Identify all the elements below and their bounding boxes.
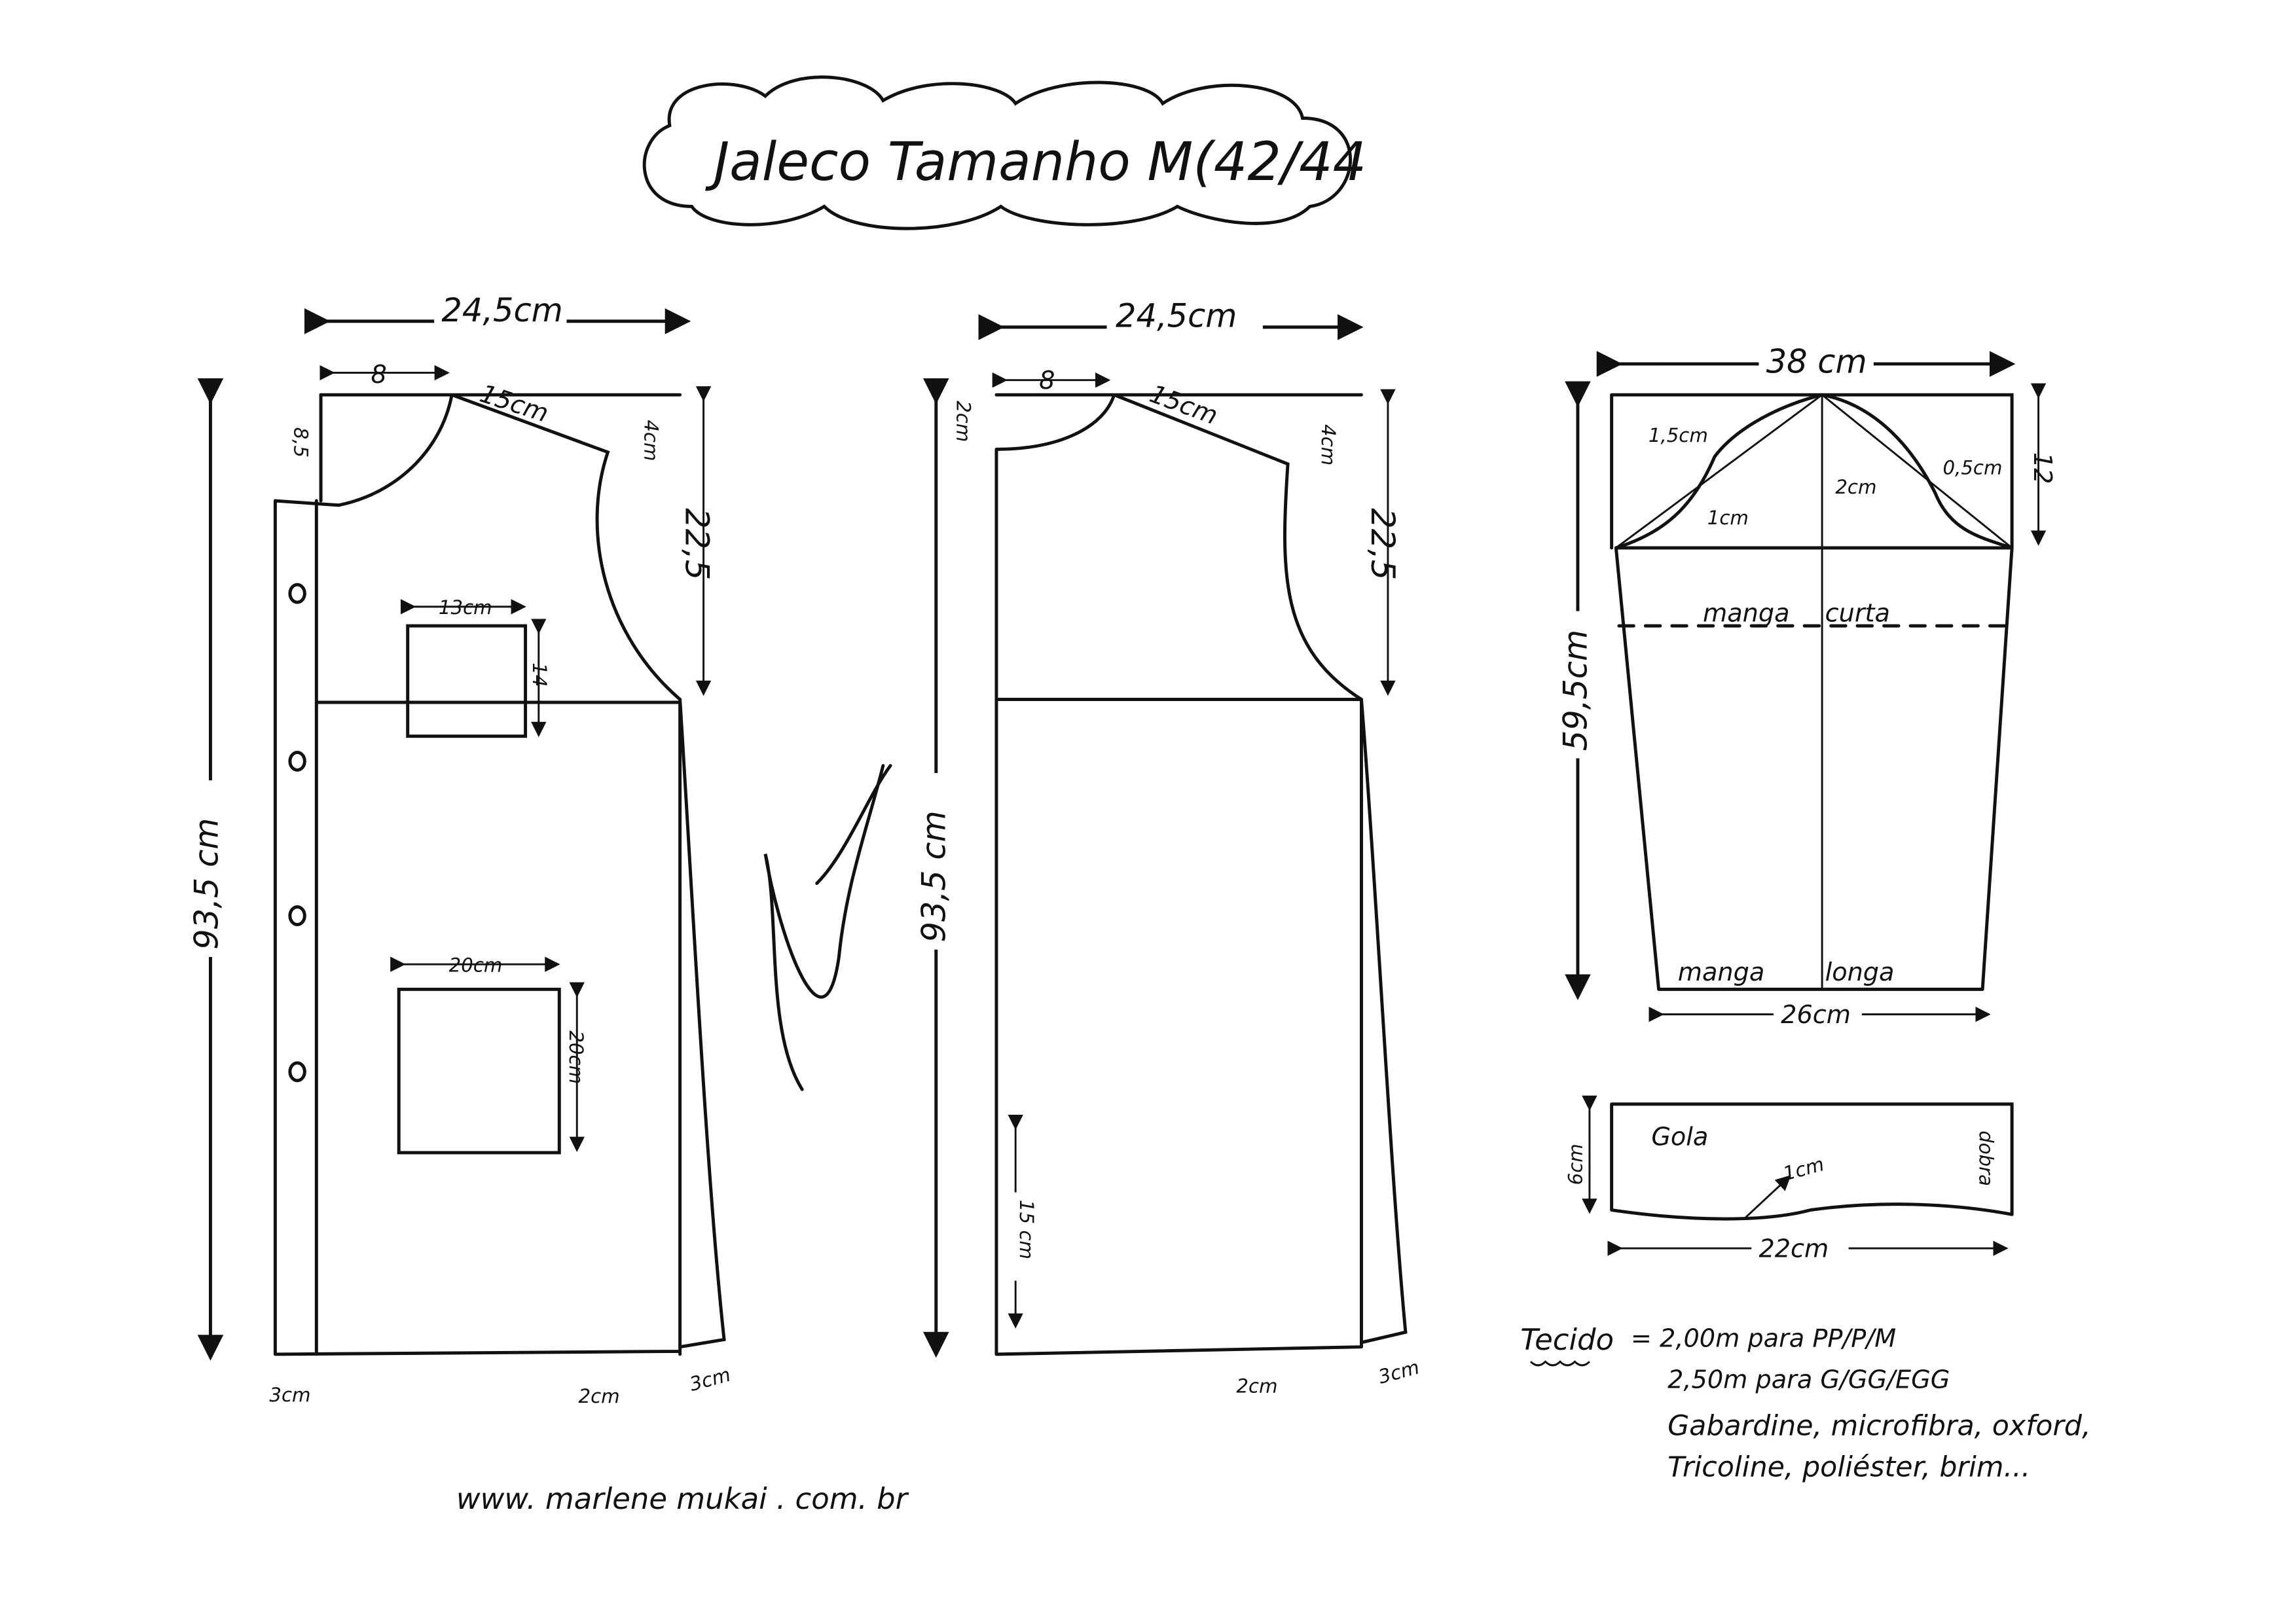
button-icon (288, 583, 306, 604)
chest-pocket: 13cm 14 (400, 596, 551, 738)
fabric-notes: Tecido = 2,00m para PP/P/M 2,50m para G/… (1520, 1322, 2090, 1483)
pocket-width: 20cm (449, 954, 503, 976)
button-icon (288, 1061, 306, 1083)
collar-curve: 1cm (1781, 1153, 1827, 1185)
short-sleeve-label-1: manga (1703, 599, 1790, 628)
chest-pocket-height: 14 (528, 662, 551, 687)
chest-pocket-width: 13cm (439, 596, 492, 619)
back-slit-label: 15 cm (1015, 1200, 1038, 1259)
back-armhole-depth: 22,5 (1364, 508, 1402, 580)
front-hem-rise: 2cm (578, 1385, 619, 1407)
pocket-height: 20cm (565, 1030, 587, 1084)
back-hem-rise: 2cm (1236, 1375, 1277, 1397)
page-title: Jaleco Tamanho M(42/44 (704, 132, 1366, 193)
collar-label: Gola (1651, 1123, 1708, 1152)
sleeve-cap-d: 0,5cm (1942, 457, 2002, 479)
sleeve-hem-width: 26cm (1781, 1001, 1851, 1030)
front-length-label: 93,5 cm (188, 818, 226, 950)
fabric-line-3: Gabardine, microfibra, oxford, (1667, 1410, 2091, 1443)
lower-pocket: 20cm 20cm (390, 954, 587, 1155)
back-neck-depth: 2cm (952, 401, 974, 442)
short-sleeve-label-2: curta (1825, 599, 1890, 628)
sleeve-width-label: 38 cm (1766, 342, 1867, 380)
fabric-line-4: Tricoline, poliéster, brim... (1667, 1451, 2030, 1484)
buttons (288, 583, 306, 1083)
long-sleeve-label-2: longa (1825, 958, 1895, 987)
fabric-label: Tecido (1520, 1322, 1614, 1357)
button-icon (288, 905, 306, 926)
fabric-line-2: 2,50m para G/GG/EGG (1667, 1366, 1950, 1395)
back-piece: 24,5cm 8 2cm 15cm 4cm 22,5 93,5 cm 15 cm… (909, 297, 1422, 1397)
front-armhole-depth: 22,5 (678, 508, 716, 580)
collar-width: 22cm (1758, 1235, 1829, 1264)
sleeve-piece: 38 cm 12 59,5cm 1,5cm 1cm 2cm 0,5cm mang… (1556, 342, 2056, 1031)
back-length-label: 93,5 cm (915, 810, 953, 942)
front-width-label: 24,5cm (441, 291, 562, 329)
website-link: www. marlene mukai . com. br (456, 1481, 909, 1516)
front-shoulder-drop: 4cm (640, 420, 663, 461)
collar-piece: Gola 6cm 1cm dobra 22cm (1565, 1095, 2014, 1264)
sleeve-cap-a: 1,5cm (1649, 424, 1708, 446)
title-cloud: Jaleco Tamanho M(42/44 (642, 75, 1366, 230)
sleeve-cap-height: 12 (2028, 452, 2056, 484)
collar-fold: dobra (1975, 1130, 1997, 1186)
sleeve-cap-b: 1cm (1707, 507, 1749, 529)
sleeve-cap-c: 2cm (1835, 476, 1876, 498)
long-sleeve-label-1: manga (1678, 958, 1765, 987)
fabric-line-1: = 2,00m para PP/P/M (1631, 1325, 1896, 1354)
button-icon (288, 750, 306, 772)
front-neck-width: 8 (371, 361, 387, 389)
front-placket-label: 3cm (269, 1384, 310, 1406)
sleeve-length-label: 59,5cm (1556, 630, 1594, 751)
collar-height: 6cm (1565, 1144, 1587, 1185)
front-piece: 24,5cm 8 15cm 4cm 8,5 22,5 93,5 cm 13cm … (184, 291, 733, 1407)
back-side-flare: 3cm (1376, 1356, 1422, 1388)
front-shoulder-label: 15cm (477, 380, 552, 429)
front-side-flare: 3cm (687, 1363, 733, 1396)
front-neck-depth: 8,5 (290, 427, 312, 458)
back-neck-width: 8 (1039, 367, 1055, 395)
signature (763, 764, 892, 1091)
back-shoulder-drop: 4cm (1317, 424, 1339, 465)
back-width-label: 24,5cm (1116, 297, 1237, 335)
